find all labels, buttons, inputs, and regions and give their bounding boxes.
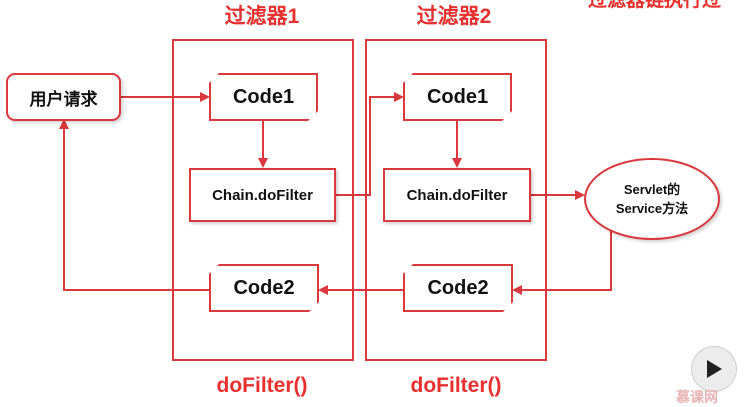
filter-1-code1-box: Code1 xyxy=(209,73,318,121)
filter-2-code2-box: Code2 xyxy=(403,264,513,312)
filter-2-code1-box: Code1 xyxy=(403,73,512,121)
filter-1-chain-dofilter-box: Chain.doFilter xyxy=(189,168,336,222)
corner-title-text: 过滤器链执行过 xyxy=(588,0,722,11)
filter-2-dofilter-label: doFilter() xyxy=(410,374,502,397)
filter-2-frame xyxy=(365,39,547,361)
play-button[interactable] xyxy=(691,346,737,392)
filter-1-code2-box: Code2 xyxy=(209,264,319,312)
servlet-service-ellipse: Servlet的 Service方法 xyxy=(584,158,720,240)
filter-2-title: 过滤器2 xyxy=(416,5,492,28)
servlet-label-line2: Service方法 xyxy=(615,201,689,216)
user-request-box: 用户请求 xyxy=(6,73,121,121)
servlet-label-line1: Servlet的 xyxy=(623,182,681,197)
filter-2-chain-dofilter-box: Chain.doFilter xyxy=(383,168,531,222)
filter-1-title: 过滤器1 xyxy=(224,5,300,28)
filter-1-dofilter-label: doFilter() xyxy=(216,374,308,397)
play-icon xyxy=(707,360,722,378)
watermark-text: 慕课网 xyxy=(676,389,718,405)
